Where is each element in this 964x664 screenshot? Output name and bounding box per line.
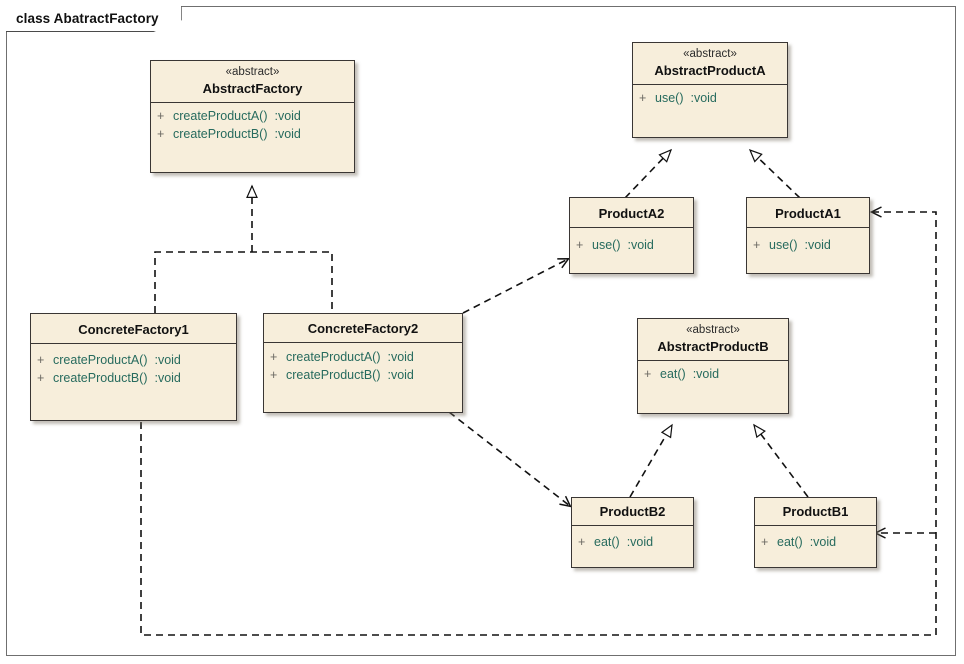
class-header: «abstract» AbstractProductB	[638, 319, 788, 360]
class-operations: + createProductA() :void + createProduct…	[151, 103, 354, 148]
operation-signature: use()	[592, 238, 621, 252]
class-header: ProductA1	[747, 198, 869, 227]
operation-signature: createProductA()	[173, 109, 268, 123]
operation-type: :void	[274, 127, 301, 141]
class-name: AbstractFactory	[202, 81, 303, 96]
operation-signature: eat()	[777, 535, 803, 549]
operation-row: + createProductA() :void	[270, 348, 456, 366]
operation-signature: eat()	[594, 535, 620, 549]
class-separator	[572, 525, 693, 526]
class-box-producta2[interactable]: ProductA2 + use() :void	[569, 197, 694, 274]
operation-row: + createProductB() :void	[157, 125, 348, 143]
operation-signature: createProductA()	[286, 350, 381, 364]
class-name: AbstractProductA	[654, 63, 766, 78]
operation-row: + eat() :void	[761, 533, 870, 551]
diagram-frame	[6, 6, 956, 656]
class-separator	[755, 525, 876, 526]
operation-type: :void	[804, 238, 831, 252]
class-separator	[570, 227, 693, 228]
operation-visibility: +	[644, 367, 652, 381]
class-separator	[31, 343, 236, 344]
operation-visibility: +	[157, 127, 165, 141]
operation-row: + use() :void	[639, 89, 781, 107]
class-box-producta1[interactable]: ProductA1 + use() :void	[746, 197, 870, 274]
operation-visibility: +	[753, 238, 761, 252]
operation-signature: createProductA()	[53, 353, 148, 367]
operation-row: + eat() :void	[578, 533, 687, 551]
operation-visibility: +	[578, 535, 586, 549]
operation-type: :void	[692, 367, 720, 381]
class-box-abstractproductb[interactable]: «abstract» AbstractProductB + eat() :voi…	[637, 318, 789, 414]
operation-row: + eat() :void	[644, 365, 782, 383]
class-header: «abstract» AbstractFactory	[151, 61, 354, 102]
operation-signature: createProductB()	[53, 371, 148, 385]
operation-row: + use() :void	[576, 236, 687, 254]
operation-type: :void	[274, 109, 301, 123]
operation-visibility: +	[639, 91, 647, 105]
class-box-productb1[interactable]: ProductB1 + eat() :void	[754, 497, 877, 568]
class-operations: + use() :void	[570, 228, 693, 259]
class-operations: + use() :void	[633, 85, 787, 112]
class-box-concretefactory2[interactable]: ConcreteFactory2 + createProductA() :voi…	[263, 313, 463, 413]
operation-type: :void	[154, 371, 181, 385]
class-separator	[747, 227, 869, 228]
diagram-frame-label: class AbatractFactory	[6, 6, 182, 32]
class-stereotype: «abstract»	[683, 48, 737, 60]
class-name: ConcreteFactory1	[78, 322, 189, 337]
class-operations: + eat() :void	[572, 526, 693, 556]
class-name: ConcreteFactory2	[307, 321, 419, 336]
class-stereotype: «abstract»	[686, 324, 740, 336]
class-header: ProductB2	[572, 498, 693, 525]
operation-type: :void	[809, 535, 837, 549]
class-name: ProductB2	[599, 504, 666, 519]
class-name: ProductA1	[775, 206, 841, 221]
operation-signature: createProductB()	[173, 127, 268, 141]
operation-row: + use() :void	[753, 236, 863, 254]
class-operations: + createProductA() :void + createProduct…	[264, 343, 462, 389]
operation-row: + createProductA() :void	[157, 107, 348, 125]
operation-type: :void	[690, 91, 717, 105]
class-separator	[633, 84, 787, 85]
operation-visibility: +	[270, 350, 278, 364]
operation-row: + createProductB() :void	[270, 366, 456, 384]
class-name: ProductA2	[598, 206, 665, 221]
class-header: ProductB1	[755, 498, 876, 525]
class-separator	[264, 342, 462, 343]
class-header: ConcreteFactory1	[31, 314, 236, 343]
class-name: ProductB1	[782, 504, 849, 519]
operation-visibility: +	[270, 368, 278, 382]
class-stereotype: «abstract»	[225, 66, 280, 78]
class-name: AbstractProductB	[657, 339, 769, 354]
operation-visibility: +	[37, 353, 45, 367]
operation-visibility: +	[761, 535, 769, 549]
operation-type: :void	[626, 535, 654, 549]
class-box-productb2[interactable]: ProductB2 + eat() :void	[571, 497, 694, 568]
class-box-concretefactory1[interactable]: ConcreteFactory1 + createProductA() :voi…	[30, 313, 237, 421]
class-separator	[151, 102, 354, 103]
class-operations: + use() :void	[747, 228, 869, 259]
operation-signature: createProductB()	[286, 368, 381, 382]
operation-visibility: +	[576, 238, 584, 252]
operation-signature: use()	[769, 238, 798, 252]
operation-signature: use()	[655, 91, 684, 105]
diagram-frame-label-text: class AbatractFactory	[16, 11, 159, 26]
class-operations: + eat() :void	[755, 526, 876, 556]
operation-type: :void	[627, 238, 654, 252]
class-operations: + eat() :void	[638, 361, 788, 388]
operation-visibility: +	[37, 371, 45, 385]
class-box-abstractproducta[interactable]: «abstract» AbstractProductA + use() :voi…	[632, 42, 788, 138]
class-separator	[638, 360, 788, 361]
operation-type: :void	[387, 368, 414, 382]
operation-type: :void	[387, 350, 414, 364]
operation-type: :void	[154, 353, 181, 367]
class-header: ProductA2	[570, 198, 693, 227]
operation-row: + createProductB() :void	[37, 369, 230, 387]
class-operations: + createProductA() :void + createProduct…	[31, 344, 236, 392]
class-header: ConcreteFactory2	[264, 314, 462, 342]
operation-row: + createProductA() :void	[37, 351, 230, 369]
operation-signature: eat()	[660, 367, 686, 381]
operation-visibility: +	[157, 109, 165, 123]
class-header: «abstract» AbstractProductA	[633, 43, 787, 84]
class-box-abstractfactory[interactable]: «abstract» AbstractFactory + createProdu…	[150, 60, 355, 173]
